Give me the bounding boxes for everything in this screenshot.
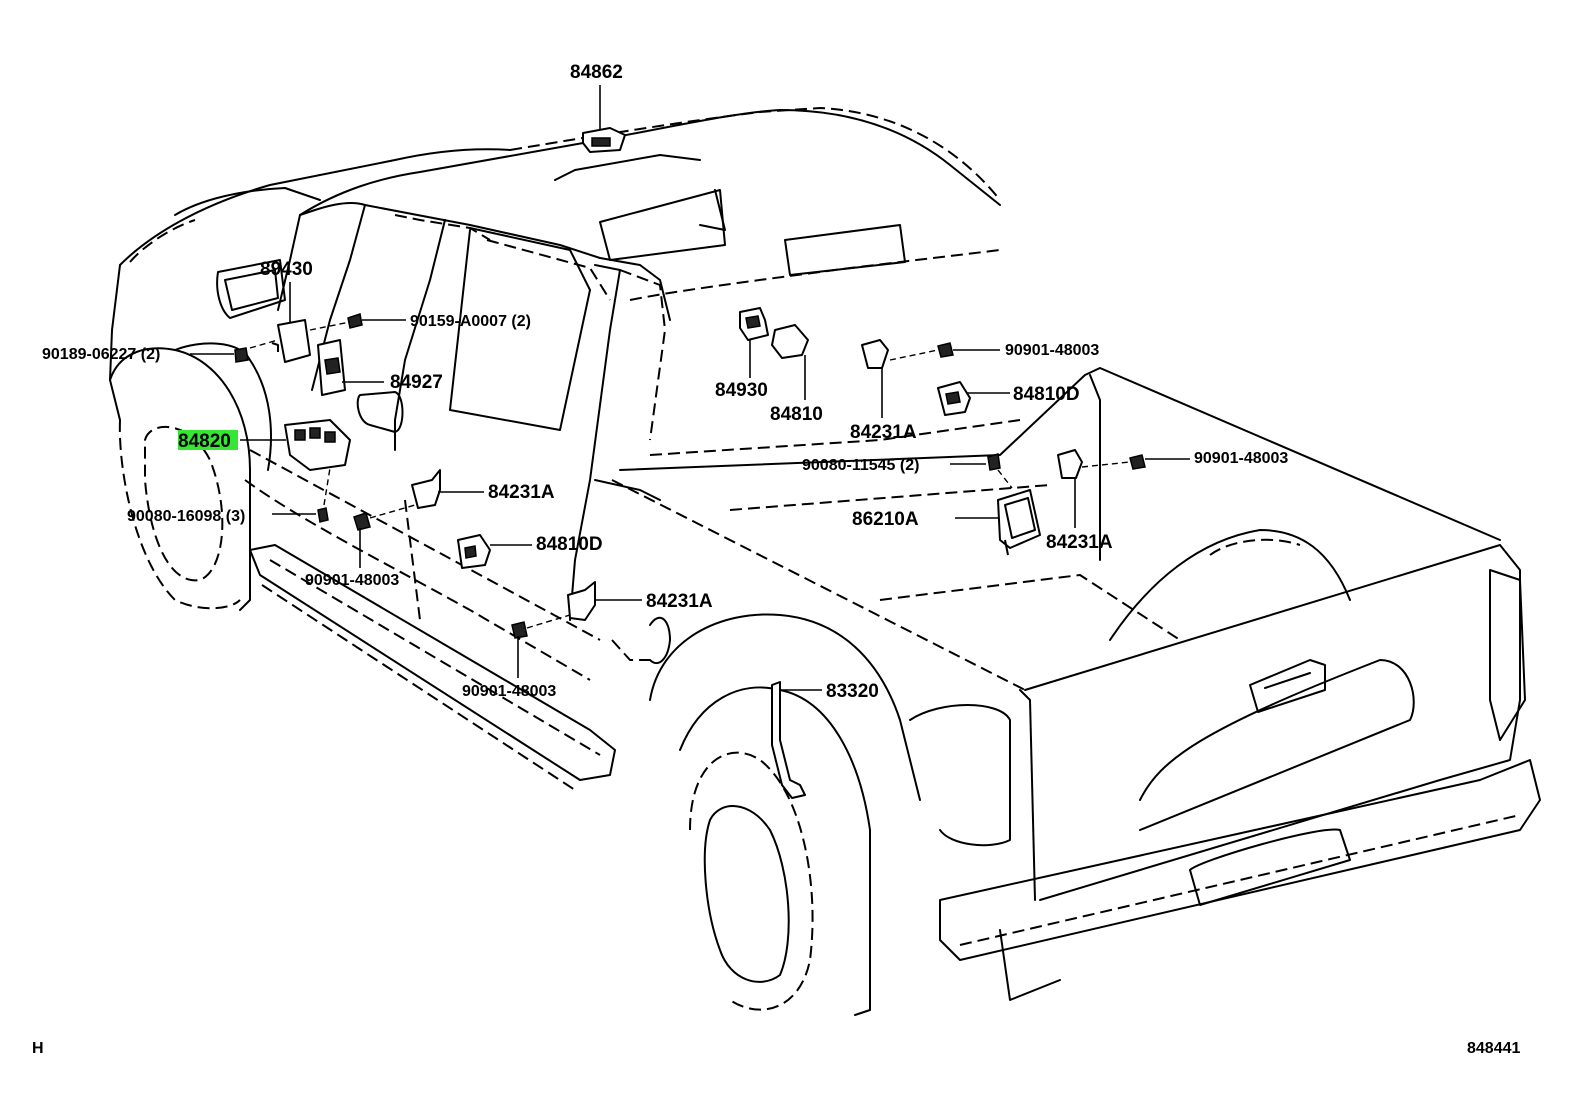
part-90901-right [1129,454,1146,470]
part-90080-16098 [317,507,329,523]
part-84231A-mid [411,469,441,509]
part-90159 [347,313,363,329]
part-labels: 84862 89430 90159-A0007 (2) 90189-06227 … [32,62,1520,1057]
label-86210a: 86210A [852,509,919,530]
label-90189-06227: 90189-06227 (2) [42,346,160,363]
diagram-id: 848441 [1467,1040,1520,1057]
label-90901-48003-upper: 90901-48003 [1005,342,1099,359]
part-83320 [771,681,806,799]
part-84810 [771,324,809,359]
label-83320: 83320 [826,681,879,702]
part-86210A [997,489,1041,556]
label-84810d-mid: 84810D [536,534,603,555]
part-84231A-right [1057,449,1083,479]
part-90901-low [511,621,528,639]
label-84231a-mid: 84231A [488,482,555,503]
label-90901-48003-left: 90901-48003 [305,572,399,589]
part-84231A-low [567,581,596,621]
label-90901-48003-right: 90901-48003 [1194,450,1288,467]
part-84231A-upper [861,339,889,369]
label-84927: 84927 [390,372,443,393]
label-90159-a0007: 90159-A0007 (2) [410,313,531,330]
label-84231a-upper: 84231A [850,422,917,443]
parts [234,127,1146,799]
label-84862: 84862 [570,62,623,83]
label-84231a-low: 84231A [646,591,713,612]
part-84820 [284,419,351,471]
label-84820: 84820 [178,431,231,452]
truck-outline [109,107,1541,1016]
part-84930 [739,307,769,341]
label-84231a-right: 84231A [1046,532,1113,553]
part-90901-left [353,512,371,531]
label-90080-11545: 90080-11545 (2) [802,457,919,474]
part-90080-11545 [987,453,1001,471]
label-84810d-right: 84810D [1013,384,1080,405]
label-84810: 84810 [770,404,823,425]
label-84930: 84930 [715,380,768,401]
part-84862 [582,127,626,153]
label-90080-16098: 90080-16098 (3) [127,508,245,525]
part-84810D-mid [457,534,491,569]
part-90189 [234,347,249,363]
part-89430 [271,319,311,363]
part-84927 [317,339,346,396]
label-89430: 89430 [260,259,313,280]
highlight-84820 [178,430,238,450]
leader-lines [190,85,1190,691]
part-84810D-right [937,381,971,416]
part-90901-upper [937,342,954,358]
label-90901-48003-low: 90901-48003 [462,683,556,700]
corner-mark: H [32,1040,44,1057]
